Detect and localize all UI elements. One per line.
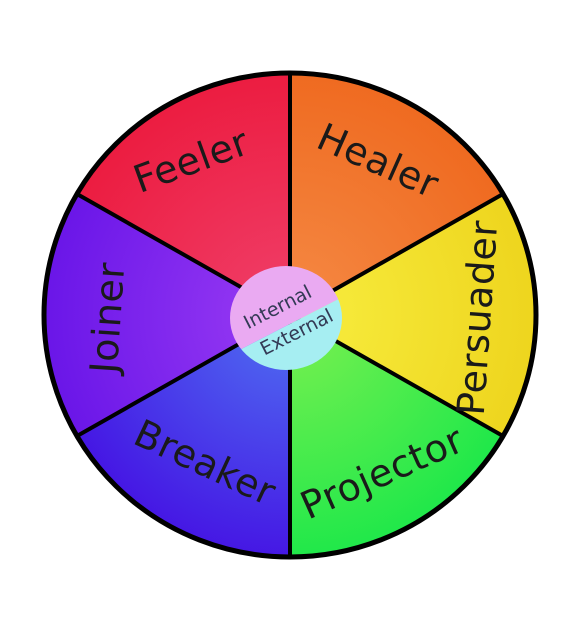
segment-joiner [44,194,291,436]
center-internal-half [230,266,342,360]
label-joiner: Joiner [82,261,134,377]
segment-persuader [290,194,536,436]
wheel-outline [41,70,539,560]
